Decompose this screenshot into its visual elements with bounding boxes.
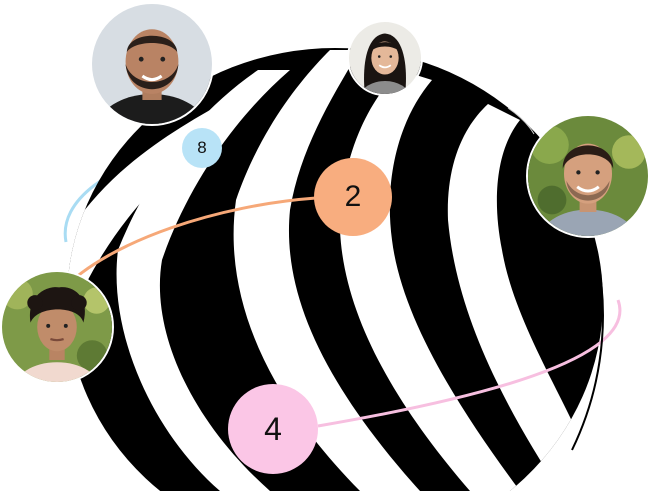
sphere-edge-line: [507, 107, 535, 135]
orange-orbit-line: [60, 196, 317, 292]
sphere-stripe: [447, 104, 590, 491]
avatar-curly-haired-woman[interactable]: [0, 270, 114, 384]
avatar-smiling-woman[interactable]: [347, 20, 423, 96]
person-photo-icon: [92, 4, 212, 124]
sphere-stripe: [116, 70, 290, 491]
person-photo-icon: [528, 116, 648, 236]
count-badge-medium: 2: [314, 158, 392, 236]
sphere-edge-line: [571, 229, 604, 451]
sphere-stripe: [233, 50, 420, 491]
person-photo-icon: [349, 22, 421, 94]
avatar-bearded-man[interactable]: [90, 2, 214, 126]
count-badge-large: 4: [228, 384, 318, 474]
person-photo-icon: [2, 272, 112, 382]
avatar-smiling-man-outdoors[interactable]: [526, 114, 650, 238]
pink-orbit-line: [317, 299, 622, 428]
count-badge-small: 8: [182, 128, 222, 168]
